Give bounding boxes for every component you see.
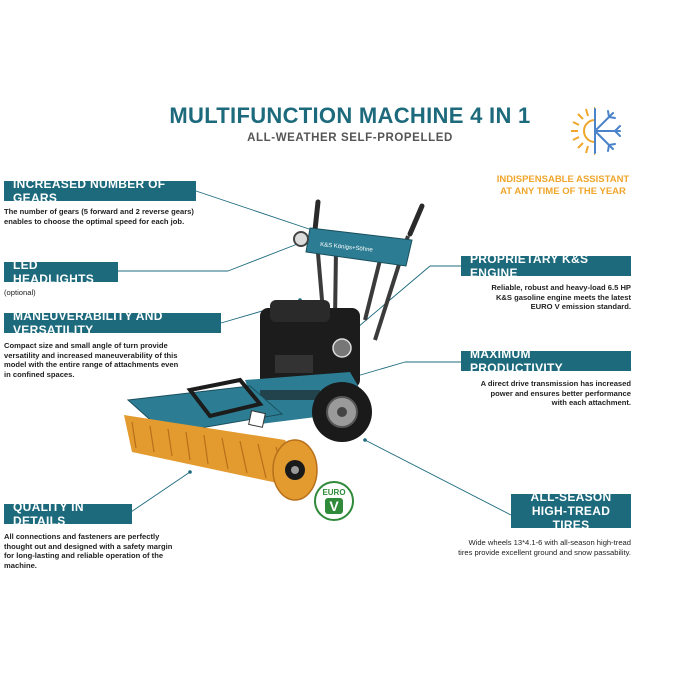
assistant-line-1: INDISPENSABLE ASSISTANT [496,174,630,185]
feature-desc-led: (optional) [4,288,124,298]
desc-line: A direct drive transmission has increase… [480,379,631,388]
desc-line: machine. [4,560,37,570]
desc-line: tires provide excellent ground and snow … [458,547,631,557]
euro-v-badge: EURO V [314,481,354,521]
feature-tag-tires: ALL-SEASON HIGH-TREAD TIRES [511,490,631,532]
sun-snowflake-icon [571,107,621,155]
desc-line: The number of gears (5 forward and 2 rev… [4,207,194,216]
desc-line: Reliable, robust and heavy-load 6.5 HP [491,283,631,292]
desc-line: (optional) [4,288,36,297]
feature-desc-engine: Reliable, robust and heavy-load 6.5 HP K… [430,283,631,312]
desc-line: for long-lasting and reliable operation … [4,551,164,560]
desc-line: enables to choose the optimal speed for … [4,216,185,226]
feature-tag-engine: PROPRIETARY K&S ENGINE [461,252,631,280]
feature-tag-maneuver: MANEUVERABILITY AND VERSATILITY [4,309,221,337]
desc-line: EURO V emission standard. [530,302,631,311]
tag-line: ALL-SEASON [530,490,612,504]
desc-line: with each attachment. [551,398,631,407]
desc-line: Compact size and small angle of turn pro… [4,341,168,350]
headlight [293,231,309,247]
desc-line: in confined spaces. [4,369,75,379]
feature-desc-gears: The number of gears (5 forward and 2 rev… [4,207,234,226]
desc-line: power and ensures better performance [490,388,631,398]
desc-line: model with the entire range of attachmen… [4,360,179,369]
feature-desc-quality: All connections and fasteners are perfec… [4,532,214,570]
euro-badge-text: EURO [322,488,346,497]
desc-line: All connections and fasteners are perfec… [4,532,160,541]
page-title: MULTIFUNCTION MACHINE 4 IN 1 [169,103,531,128]
euro-badge-mark: V [325,498,343,514]
brand-label: K&S Königs+Söhne [320,242,374,254]
feature-tag-led: LED HEADLIGHTS [4,258,118,286]
feature-desc-tires: Wide wheels 13*4.1-6 with all-season hig… [400,538,631,557]
tag-line: HIGH-TREAD TIRES [531,504,611,532]
assistant-tagline: INDISPENSABLE ASSISTANT AT ANY TIME OF T… [488,174,638,198]
control-panel [305,227,413,267]
feature-tag-quality: QUALITY IN DETAILS [4,500,132,528]
assistant-line-2: AT ANY TIME OF THE YEAR [500,186,626,197]
desc-line: Wide wheels 13*4.1-6 with all-season hig… [468,538,631,547]
desc-line: versatility and increased maneuverabilit… [4,350,178,360]
page-subtitle: ALL-WEATHER SELF-PROPELLED [247,132,453,144]
feature-desc-productivity: A direct drive transmission has increase… [430,379,631,408]
feature-desc-maneuver: Compact size and small angle of turn pro… [4,341,214,379]
machine-illustration: K&S Königs+Söhne [124,199,425,501]
desc-line: K&S gasoline engine meets the latest [495,292,631,302]
feature-tag-productivity: MAXIMUM PRODUCTIVITY [461,347,631,375]
feature-tag-gears: INCREASED NUMBER OF GEARS [4,177,196,205]
brush-roller [124,415,318,501]
desc-line: thought out and designed with a safety m… [4,541,173,551]
